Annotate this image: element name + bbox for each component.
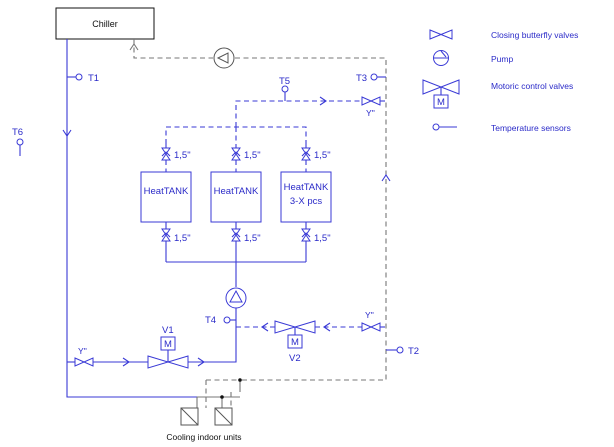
heat-tank-3-count: 3-X pcs (290, 196, 322, 207)
flow-arrow-up-right (381, 174, 391, 182)
return-pipe-top (133, 39, 213, 59)
legend-sensor-label: Temperature sensors (491, 123, 571, 133)
motor-valve-v1: V1 M (147, 325, 189, 369)
tank-column-1 (161, 144, 171, 262)
butterfly-valve-y-left: Y'' (74, 346, 94, 367)
motor-valve-v1-label: V1 (162, 325, 174, 336)
heat-tank-2: HeatTANK (210, 171, 262, 223)
sensor-t6: T6 (12, 127, 24, 156)
pipe-size-label: 1,5" (174, 233, 191, 244)
sensor-t6-label: T6 (12, 127, 23, 138)
pipe-size-label: 1,5" (244, 150, 261, 161)
legend-motoric-valve: M Motoric control valves (422, 79, 573, 109)
return-pipe-top-right (235, 57, 387, 381)
cooling-indoor-units-label: Cooling indoor units (166, 432, 241, 442)
valve-y-right-label: Y'' (365, 310, 374, 320)
heat-tank-2-label: HeatTANK (214, 186, 259, 197)
legend-pump-label: Pump (491, 54, 513, 64)
heat-tank-1-label: HeatTANK (144, 186, 189, 197)
butterfly-valve-y-right: Y'' (361, 310, 381, 332)
chiller-label: Chiller (92, 19, 118, 29)
heat-tank-3-label: HeatTANK (284, 182, 329, 193)
pipe-size-label: 1,5" (314, 233, 331, 244)
butterfly-valve-y-top: Y'' (361, 96, 381, 118)
legend-motor-symbol: M (437, 97, 445, 108)
cooling-indoor-units: Cooling indoor units (166, 378, 242, 442)
legend-temp-sensor: Temperature sensors (432, 123, 571, 133)
sensor-t2: T2 (386, 346, 419, 357)
heat-tank-1: HeatTANK (140, 171, 192, 223)
tank-pump-outlet (205, 308, 237, 363)
supply-pipe-main (66, 39, 197, 398)
tank-column-3 (301, 144, 311, 262)
legend-butterfly-label: Closing butterfly valves (491, 30, 578, 40)
legend: Closing butterfly valves Pump M Motoric … (422, 29, 578, 133)
motor-valve-v1-motor: M (164, 339, 172, 350)
pipe-size-label: 1,5" (174, 150, 191, 161)
motor-valve-v2-label: V2 (289, 353, 301, 364)
flow-arrow-down (62, 129, 72, 137)
flow-arrow-v1 (122, 357, 130, 367)
sensor-t5-label: T5 (279, 76, 290, 87)
valve-y-top-label: Y'' (366, 108, 375, 118)
sensor-t3: T3 (356, 73, 386, 84)
butterfly-valve-icon (429, 29, 453, 40)
valve-y-left-label: Y'' (78, 346, 87, 356)
sensor-t1: T1 (67, 73, 99, 84)
sensor-t4: T4 (205, 315, 236, 326)
motor-valve-v2: M V2 (274, 320, 316, 364)
flow-arrow-v2 (261, 322, 269, 332)
tank-return-header (235, 100, 362, 127)
sensor-t2-label: T2 (408, 346, 419, 357)
tank-column-2 (231, 127, 241, 287)
pipe-size-label: 1,5" (314, 150, 331, 161)
flow-arrow-up-top (129, 43, 139, 51)
flow-arrow-v2-right (323, 322, 331, 332)
flow-arrow-header (319, 96, 327, 106)
motor-valve-v2-motor: M (291, 337, 299, 348)
temp-sensor-icon (432, 123, 440, 131)
chiller-unit: Chiller (55, 7, 155, 40)
legend-motoric-label: Motoric control valves (491, 81, 573, 91)
sensor-t1-label: T1 (88, 73, 99, 84)
tank-pump (225, 287, 247, 309)
legend-pump: Pump (433, 50, 513, 66)
sensor-t4-label: T4 (205, 315, 216, 326)
flow-arrow-v1-right (197, 357, 205, 367)
pipe-size-label: 1,5" (244, 233, 261, 244)
heat-tank-3: HeatTANK 3-X pcs (280, 171, 332, 223)
legend-butterfly-valve: Closing butterfly valves (429, 29, 578, 40)
return-pump (213, 47, 235, 69)
sensor-t5: T5 (279, 76, 290, 101)
sensor-t3-label: T3 (356, 73, 367, 84)
